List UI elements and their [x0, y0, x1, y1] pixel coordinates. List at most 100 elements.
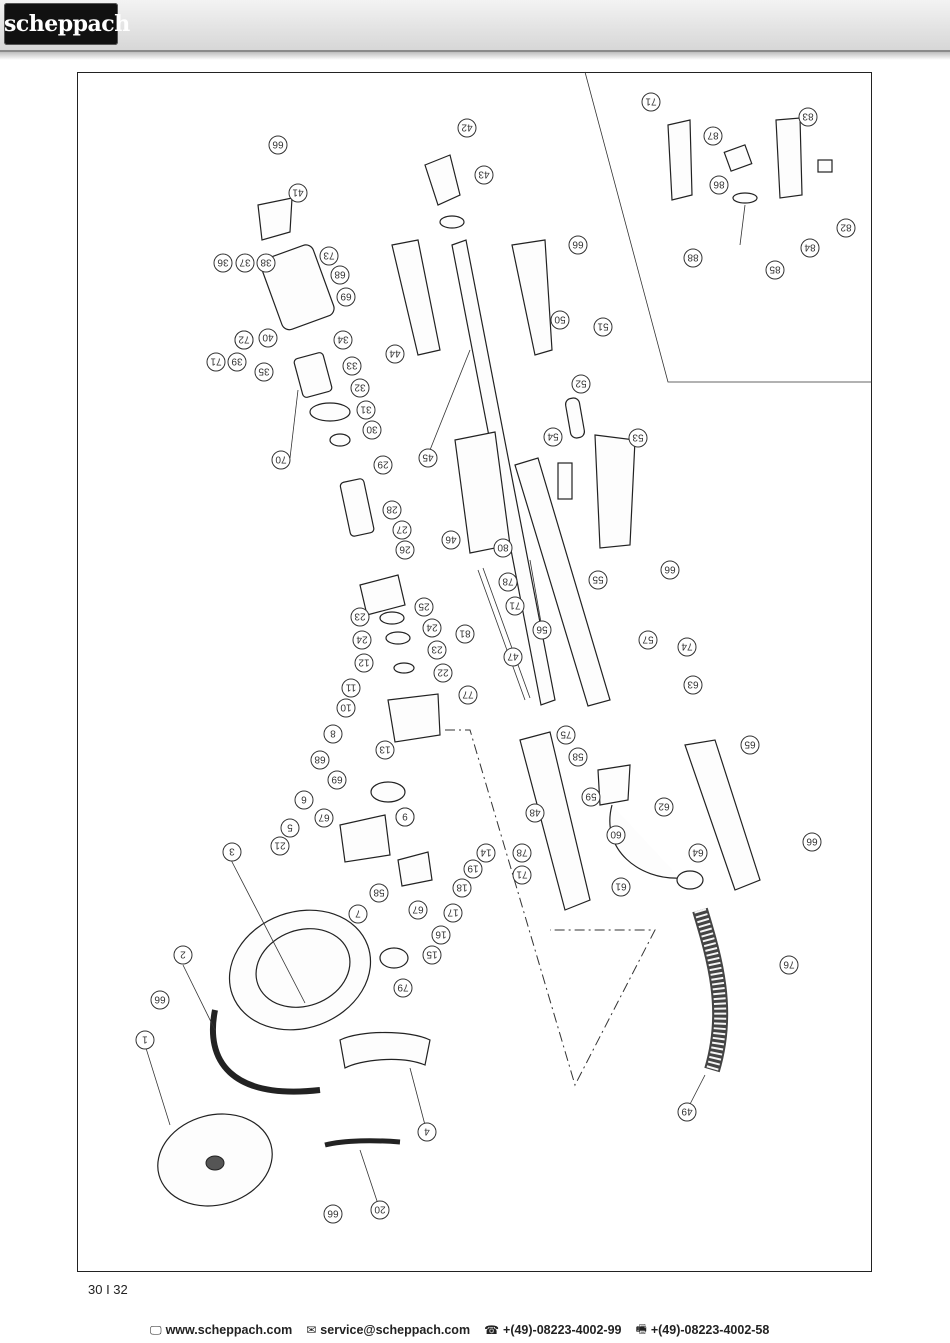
part-nut [439, 215, 465, 229]
callout-75: 75 [556, 725, 576, 745]
callout-14: 14 [476, 843, 496, 863]
callout-58: 58 [568, 747, 588, 767]
callout-label: 79 [397, 982, 409, 993]
callout-label: 5 [287, 822, 293, 833]
callout-label: 82 [840, 222, 852, 233]
callout-43: 43 [474, 165, 494, 185]
callout-label: 66 [272, 139, 284, 150]
callout-label: 46 [445, 534, 457, 545]
callout-50: 50 [550, 310, 570, 330]
callout-62: 62 [654, 797, 674, 817]
part-gearbox [387, 693, 441, 743]
email-text: service@scheppach.com [320, 1323, 471, 1337]
callout-51: 51 [593, 317, 613, 337]
phone-text: +(49)-08223-4002-99 [503, 1323, 622, 1337]
callout-label: 2 [180, 949, 186, 960]
callout-76: 76 [779, 955, 799, 975]
callout-10: 10 [336, 698, 356, 718]
callout-label: 25 [418, 601, 430, 612]
callout-49: 49 [677, 1102, 697, 1122]
footer-website[interactable]: 🖵 www.scheppach.com [150, 1323, 292, 1338]
callout-71: 71 [641, 92, 661, 112]
callout-label: 45 [422, 452, 434, 463]
callout-2: 2 [173, 945, 193, 965]
part-hose-ring [676, 870, 704, 890]
callout-19: 19 [463, 859, 483, 879]
callout-label: 83 [802, 111, 814, 122]
callout-label: 49 [681, 1106, 693, 1117]
callout-80: 80 [493, 538, 513, 558]
part-bearing-ring [309, 402, 351, 422]
callout-3: 3 [222, 842, 242, 862]
footer-fax[interactable]: 🖷 +(49)-08223-4002-58 [636, 1320, 770, 1341]
callout-label: 35 [258, 366, 270, 377]
callout-label: 65 [744, 739, 756, 750]
callout-label: 58 [572, 751, 584, 762]
callout-label: 31 [360, 404, 372, 415]
callout-label: 72 [238, 334, 250, 345]
callout-30: 30 [362, 420, 382, 440]
inset-box-border [584, 71, 872, 383]
callout-66: 66 [568, 235, 588, 255]
part-sleeve [564, 397, 586, 439]
footer-phone[interactable]: ☎ +(49)-08223-4002-99 [484, 1323, 621, 1337]
callout-label: 41 [292, 187, 304, 198]
part-motor-housing [260, 244, 335, 331]
header-band [0, 0, 950, 52]
callout-64: 64 [688, 843, 708, 863]
callout-label: 23 [354, 611, 366, 622]
leader-45 [427, 349, 471, 456]
callout-label: 37 [239, 257, 251, 268]
callout-label: 24 [356, 634, 368, 645]
callout-label: 6 [301, 794, 307, 805]
part-gear-plate [359, 574, 406, 616]
part-motor-core [293, 352, 333, 398]
callout-label: 38 [260, 257, 272, 268]
part-rod-2 [482, 567, 531, 699]
callout-label: 51 [597, 321, 609, 332]
callout-label: 33 [346, 360, 358, 371]
callout-label: 26 [399, 544, 411, 555]
page-number: 30 I 32 [88, 1282, 128, 1297]
callout-11: 11 [341, 678, 361, 698]
part-side-guard [339, 1031, 431, 1069]
callout-label: 60 [610, 829, 622, 840]
callout-45: 45 [418, 448, 438, 468]
callout-label: 47 [507, 651, 519, 662]
callout-label: 39 [231, 356, 243, 367]
callout-label: 78 [502, 576, 514, 587]
callout-label: 57 [642, 634, 654, 645]
part-rod [477, 569, 526, 701]
leader-1 [144, 1044, 171, 1126]
callout-label: 58 [373, 887, 385, 898]
callout-23: 23 [427, 640, 447, 660]
callout-52: 52 [571, 374, 591, 394]
part-washer [329, 433, 351, 447]
assembly-guide-line [445, 729, 656, 1087]
callout-34: 34 [333, 330, 353, 350]
leader-4 [409, 1067, 426, 1126]
callout-label: 66 [664, 564, 676, 575]
callout-66: 66 [802, 832, 822, 852]
callout-label: 88 [687, 252, 699, 263]
callout-68: 68 [330, 265, 350, 285]
callout-67: 67 [408, 900, 428, 920]
callout-79: 79 [393, 978, 413, 998]
callout-31: 31 [356, 400, 376, 420]
callout-label: 64 [692, 847, 704, 858]
callout-label: 28 [386, 504, 398, 515]
part-gear-3 [393, 662, 415, 674]
part-head-inner [255, 928, 351, 1008]
callout-25: 25 [414, 597, 434, 617]
callout-29: 29 [373, 455, 393, 475]
footer-email[interactable]: ✉ service@scheppach.com [306, 1323, 470, 1337]
callout-label: 54 [547, 431, 559, 442]
callout-66: 66 [660, 560, 680, 580]
callout-label: 78 [516, 847, 528, 858]
callout-label: 77 [462, 689, 474, 700]
callout-42: 42 [457, 118, 477, 138]
callout-33: 33 [342, 356, 362, 376]
callout-label: 66 [327, 1208, 339, 1219]
part-spindle [339, 478, 375, 537]
